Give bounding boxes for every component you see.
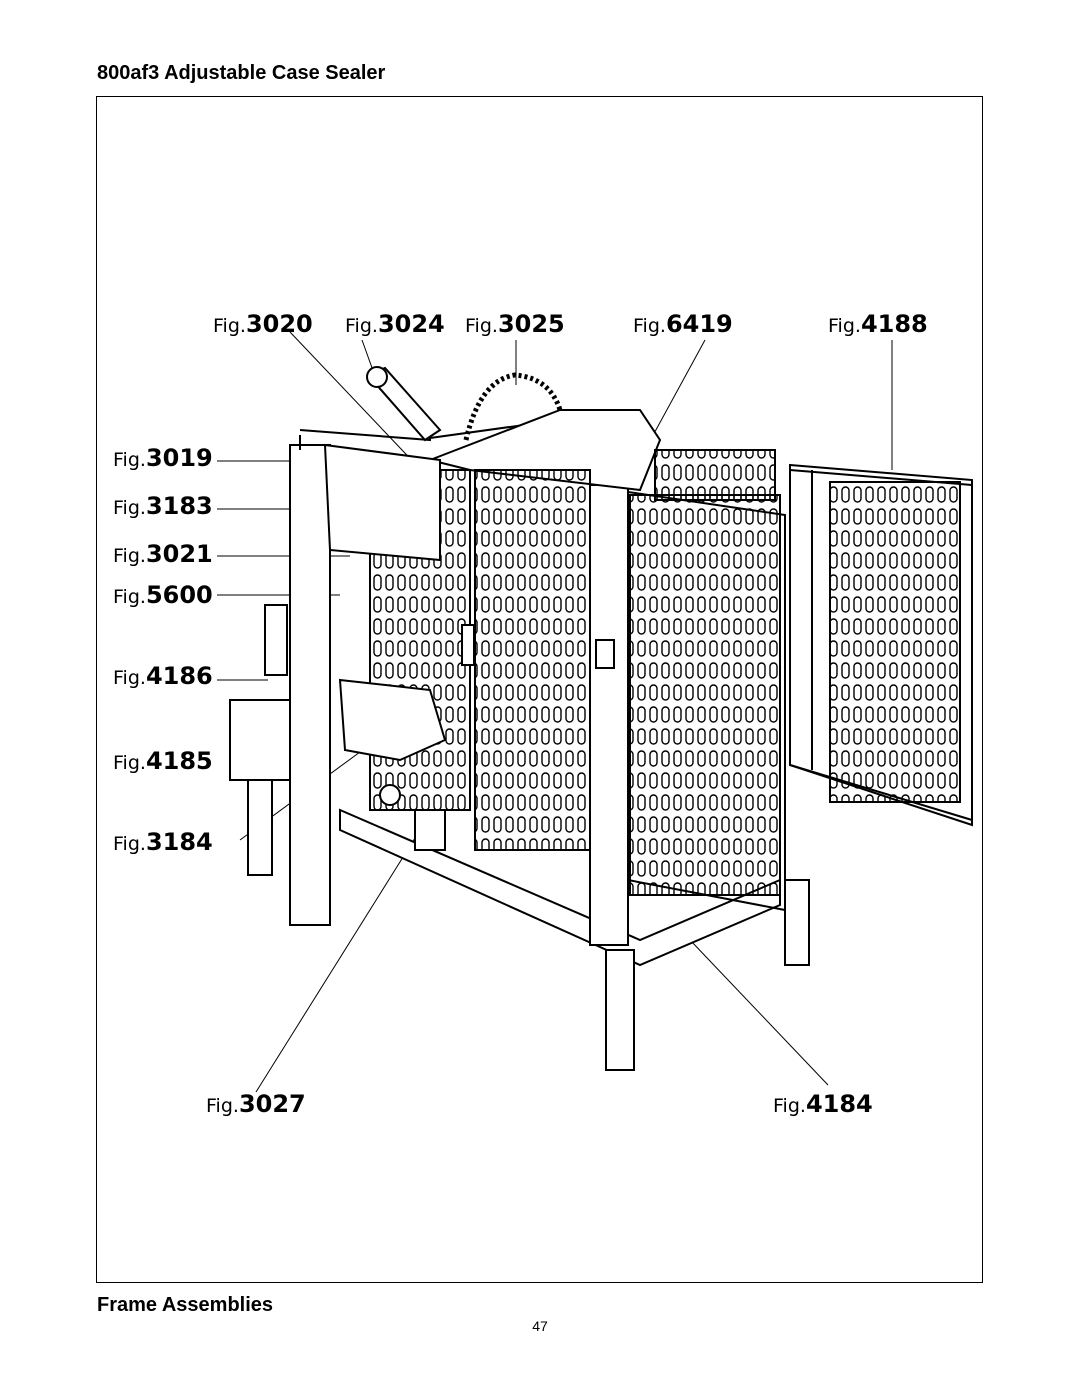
page-number: 47 bbox=[532, 1318, 548, 1334]
callout-fig-3020: Fig.3020 bbox=[213, 310, 313, 338]
callout-fig-3019: Fig.3019 bbox=[113, 444, 213, 472]
callout-fig-3025: Fig.3025 bbox=[465, 310, 565, 338]
callout-fig-3184: Fig.3184 bbox=[113, 828, 213, 856]
callout-fig-4188: Fig.4188 bbox=[828, 310, 928, 338]
callout-fig-3024: Fig.3024 bbox=[345, 310, 445, 338]
callout-fig-5600: Fig.5600 bbox=[113, 581, 213, 609]
machine-frame-drawing bbox=[229, 366, 973, 1071]
callout-fig-3183: Fig.3183 bbox=[113, 492, 213, 520]
callout-fig-3027: Fig.3027 bbox=[206, 1090, 306, 1118]
callout-fig-4184: Fig.4184 bbox=[773, 1090, 873, 1118]
figure-frame bbox=[96, 96, 983, 1283]
section-title: Frame Assemblies bbox=[97, 1294, 274, 1316]
callout-fig-6419: Fig.6419 bbox=[633, 310, 733, 338]
page-title: 800af3 Adjustable Case Sealer bbox=[97, 62, 386, 84]
callout-fig-4185: Fig.4185 bbox=[113, 747, 213, 775]
callout-fig-3021: Fig.3021 bbox=[113, 540, 213, 568]
callout-fig-4186: Fig.4186 bbox=[113, 662, 213, 690]
